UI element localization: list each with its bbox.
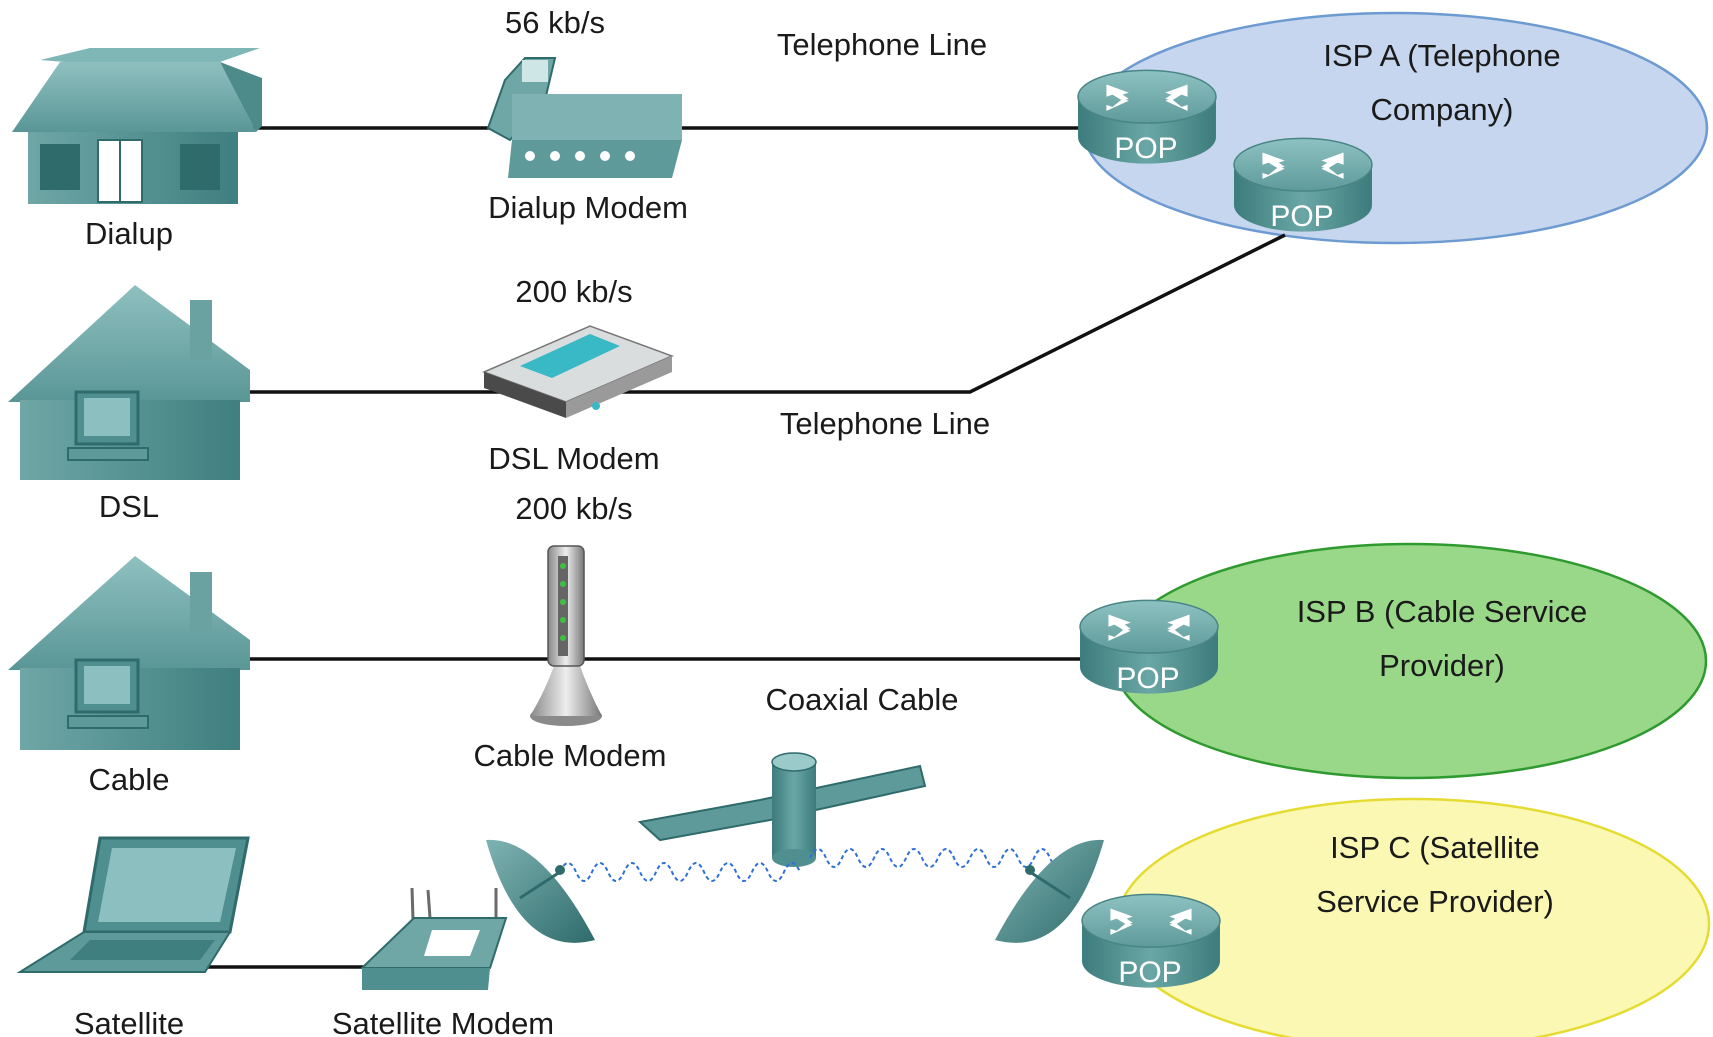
pop-label: POP <box>1270 200 1333 233</box>
isp-b-label-line2: Provider) <box>1379 648 1505 683</box>
cable-speed-label: 200 kb/s <box>515 491 632 526</box>
isp-b-pop-router: POP <box>1079 599 1219 695</box>
satellite-home-label: Satellite <box>74 1006 184 1037</box>
isp-c-label-line1: ISP C (Satellite <box>1330 830 1540 865</box>
pop-label: POP <box>1114 132 1177 165</box>
satellite <box>637 752 927 867</box>
cable-modem-label: Cable Modem <box>474 738 667 773</box>
satellite-laptop <box>16 836 250 973</box>
dsl-modem-device <box>481 325 675 418</box>
uplink-wave <box>559 862 801 882</box>
dsl-modem-label: DSL Modem <box>488 441 659 476</box>
dialup-line-label: Telephone Line <box>777 27 987 62</box>
dsl-line-label: Telephone Line <box>780 406 990 441</box>
satellite-modem-label: Satellite Modem <box>332 1006 554 1037</box>
cable-line-label: Coaxial Cable <box>766 682 959 717</box>
isp-a-label-line2: Company) <box>1371 92 1514 127</box>
satellite-modem-device <box>359 887 508 990</box>
dialup-speed-label: 56 kb/s <box>505 5 605 40</box>
dsl-speed-label: 200 kb/s <box>515 274 632 309</box>
pop-label: POP <box>1116 662 1179 695</box>
dsl-home-label: DSL <box>99 489 159 524</box>
dialup-house <box>12 48 262 204</box>
downlink-wave <box>809 848 1067 868</box>
isp-a-label-line1: ISP A (Telephone <box>1323 38 1560 73</box>
pop-label: POP <box>1118 956 1181 989</box>
dialup-home-label: Dialup <box>85 216 173 251</box>
cable-modem-device <box>530 545 602 726</box>
dialup-modem-device <box>486 57 682 178</box>
isp-b-label-line1: ISP B (Cable Service <box>1297 594 1588 629</box>
isp-c-label-line2: Service Provider) <box>1316 884 1554 919</box>
cable-house <box>8 556 250 750</box>
isp-a-pop-router-2: POP <box>1233 137 1373 233</box>
isp-c-pop-router: POP <box>1081 893 1221 989</box>
dsl-line <box>240 233 1286 394</box>
dialup-modem-label: Dialup Modem <box>488 190 688 225</box>
cable-home-label: Cable <box>89 762 170 797</box>
isp-satellite-dish <box>995 839 1104 943</box>
home-satellite-dish <box>486 839 595 943</box>
isp-a-pop-router-1: POP <box>1077 69 1217 165</box>
dsl-house <box>8 285 250 480</box>
